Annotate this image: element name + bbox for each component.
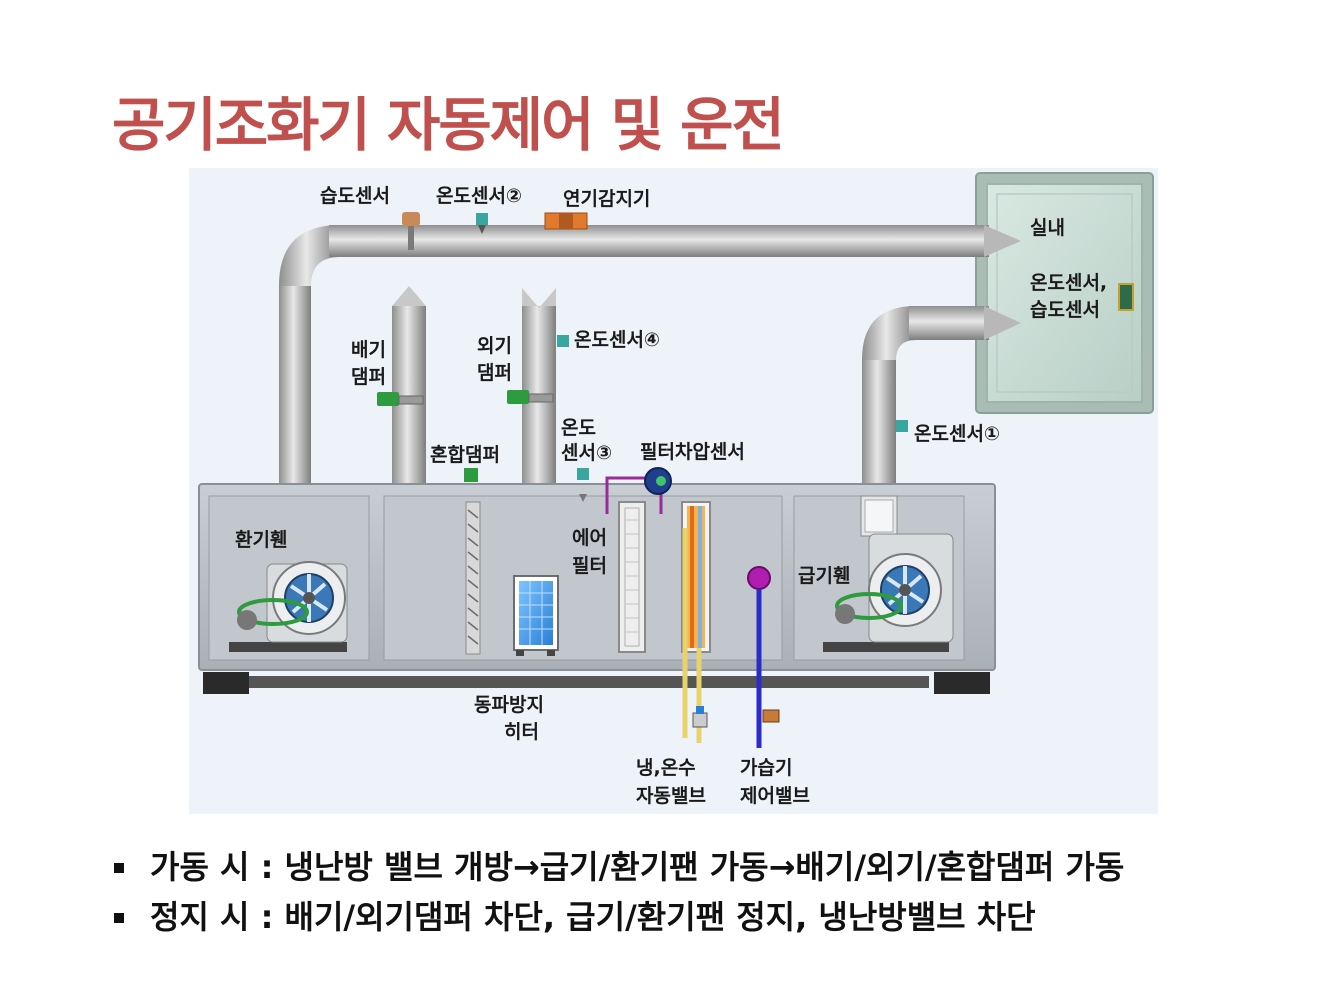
label-outdoor-damper-line2: 댐퍼	[477, 362, 512, 384]
page-title: 공기조화기 자동제어 및 운전	[112, 91, 785, 159]
label-air-filter-line2: 필터	[572, 555, 607, 577]
filter-dp-sensor-icon	[605, 467, 672, 514]
air-filter-icon	[618, 501, 646, 653]
cooling-heating-coil-icon	[681, 501, 711, 653]
label-filter-dp-sensor: 필터차압센서	[640, 441, 745, 463]
return-fan-icon	[229, 561, 348, 652]
bullet-square-icon	[114, 913, 124, 923]
label-temp-sensor-3-line1: 온도	[561, 417, 596, 439]
indoor-room	[975, 172, 1154, 414]
bullet-square-icon	[114, 863, 124, 873]
smoke-detector-icon	[544, 212, 588, 230]
ahu-diagram: 습도센서 온도센서② 연기감지기 실내 온도센서, 습도센서 배기 댐퍼 외기 …	[189, 168, 1158, 814]
label-air-filter-line1: 에어	[572, 527, 607, 549]
operation-notes: 가동 시 : 냉난방 밸브 개방→급기/환기팬 가동→배기/외기/혼합댐퍼 가동…	[112, 842, 1312, 942]
mixing-grille	[465, 501, 481, 655]
temp-sensor-4-icon	[557, 335, 569, 347]
label-mixing-damper: 혼합댐퍼	[430, 444, 500, 466]
label-temp-sensor-1: 온도센서①	[914, 423, 1001, 445]
label-antifreeze-heater-line1: 동파방지	[474, 694, 544, 716]
exhaust-stack	[377, 286, 426, 486]
label-temp-sensor-4: 온도센서④	[574, 329, 661, 351]
label-antifreeze-heater-line2: 히터	[504, 721, 539, 743]
exhaust-damper-actuator-icon	[377, 392, 399, 406]
antifreeze-heater-icon	[513, 575, 559, 656]
water-valve-icon	[682, 528, 708, 743]
label-water-valve-line1: 냉,온수	[636, 757, 696, 779]
label-exhaust-damper-line1: 배기	[351, 339, 386, 361]
label-humidity-sensor: 습도센서	[320, 185, 390, 207]
bullet-start-text: 가동 시 : 냉난방 밸브 개방→급기/환기팬 가동→배기/외기/혼합댐퍼 가동	[150, 848, 1125, 886]
bullet-stop-text: 정지 시 : 배기/외기댐퍼 차단, 급기/환기팬 정지, 냉난방밸브 차단	[150, 898, 1036, 936]
temp-sensor-3-icon	[577, 468, 589, 502]
return-duct	[279, 225, 1021, 486]
temp-sensor-1-icon	[896, 420, 908, 432]
label-indoor: 실내	[1030, 217, 1065, 239]
label-temp-sensor-3-line2: 센서③	[561, 442, 613, 464]
label-water-valve-line2: 자동밸브	[636, 785, 706, 807]
humidifier-icon	[747, 566, 780, 748]
outdoor-damper-actuator-icon	[507, 390, 529, 404]
room-sensor-icon	[1118, 283, 1134, 311]
label-smoke-detector: 연기감지기	[563, 188, 651, 210]
bullet-start: 가동 시 : 냉난방 밸브 개방→급기/환기팬 가동→배기/외기/혼합댐퍼 가동	[112, 842, 1312, 892]
ahu-drawing	[198, 172, 1154, 748]
ahu-cabinet	[198, 483, 996, 694]
label-humidifier-valve-line1: 가습기	[740, 757, 793, 779]
label-exhaust-damper-line2: 댐퍼	[351, 366, 386, 388]
label-humidifier-valve-line2: 제어밸브	[740, 785, 810, 807]
label-outdoor-damper-line1: 외기	[477, 335, 512, 357]
label-room-sensor-line1: 온도센서,	[1030, 272, 1108, 294]
humidity-sensor-icon	[402, 212, 420, 250]
mixing-damper-icon	[464, 468, 478, 482]
label-room-sensor-line2: 습도센서	[1030, 299, 1100, 321]
label-return-fan: 환기휀	[235, 529, 288, 551]
temp-sensor-2-icon	[476, 213, 488, 234]
supply-fan-icon	[823, 495, 954, 652]
supply-duct	[862, 306, 1021, 486]
label-supply-fan: 급기휀	[798, 565, 851, 587]
label-temp-sensor-2: 온도센서②	[436, 185, 523, 207]
bullet-stop: 정지 시 : 배기/외기댐퍼 차단, 급기/환기팬 정지, 냉난방밸브 차단	[112, 892, 1312, 942]
outdoor-air-stack	[507, 288, 556, 486]
